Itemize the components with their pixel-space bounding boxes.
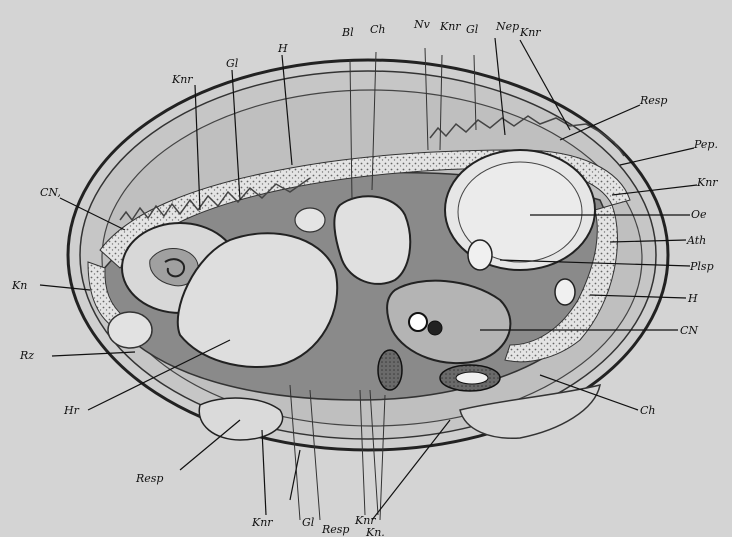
label-knr-right: Knr — [696, 176, 718, 189]
central-dark-oval — [378, 350, 402, 390]
label-gl-upper-left: Gl — [226, 57, 239, 70]
label-plsp: Plsp — [689, 260, 714, 273]
label-h-top: H — [277, 42, 288, 55]
label-hr: Hr — [63, 404, 80, 417]
lower-dark-mass-inner — [456, 372, 488, 384]
small-cavity-3 — [108, 312, 152, 348]
label-knr-bottom: Knr — [251, 516, 273, 529]
label-kn-left: Kn — [11, 279, 27, 292]
label-bl: Bl — [341, 26, 354, 39]
label-ch-lower-right: Ch — [640, 404, 656, 417]
small-cavity-4 — [295, 208, 325, 232]
label-kn-bottom: Kn. — [365, 526, 385, 537]
label-cn-right: CN — [680, 324, 698, 337]
small-cavity-2 — [555, 279, 575, 305]
label-knr-top-right: Knr — [519, 26, 541, 39]
label-rz: Rz — [19, 349, 34, 362]
label-gl-top: Gl — [466, 23, 479, 36]
label-resp-lower: Resp — [135, 472, 163, 485]
label-nv: Nv — [413, 18, 431, 31]
label-pep: Pep. — [693, 138, 718, 151]
label-h-right: H — [687, 292, 698, 305]
label-ath: Ath — [686, 234, 706, 247]
label-cn-upper-left: CN, — [40, 186, 61, 199]
label-nep: Nep — [495, 20, 519, 33]
label-knr-upper-left: Knr — [171, 73, 193, 86]
nerve-cord-circle-1 — [409, 313, 427, 331]
label-ch-top: Ch — [370, 23, 386, 36]
small-cavity-1 — [468, 240, 492, 270]
label-resp-bottom: Resp — [321, 523, 349, 536]
label-oe: Oe — [691, 208, 707, 221]
label-knr-top: Knr — [439, 20, 461, 33]
label-resp-right: Resp — [639, 94, 667, 107]
label-gl-bottom: Gl — [302, 516, 315, 529]
nerve-cord-circle-2 — [428, 321, 442, 335]
